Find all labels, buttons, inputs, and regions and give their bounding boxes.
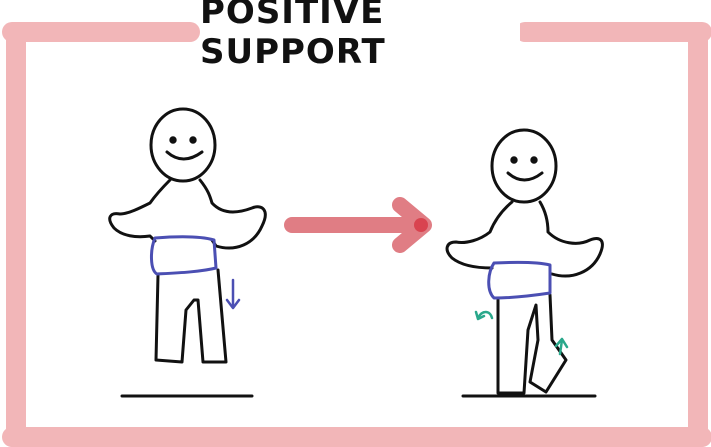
pelvis-band-before [151, 237, 216, 274]
page-title: POSITIVE SUPPORT [200, 6, 520, 58]
figure-after [447, 130, 602, 396]
frame [12, 32, 702, 438]
figure-before [110, 109, 266, 396]
head-after [492, 130, 556, 202]
eye-right-before [191, 138, 195, 142]
legs-before [156, 270, 226, 362]
curved-arrow-cue-icon [476, 312, 492, 319]
down-arrow-cue-icon [227, 280, 239, 308]
legs-after [498, 295, 566, 393]
eye-left-before [171, 138, 175, 142]
right-arrow-icon [292, 205, 428, 245]
eye-left-after [512, 158, 516, 162]
pelvis-band-after [489, 262, 550, 298]
head-before [151, 109, 215, 181]
torso-arms-after [447, 202, 602, 276]
eye-right-after [532, 158, 536, 162]
